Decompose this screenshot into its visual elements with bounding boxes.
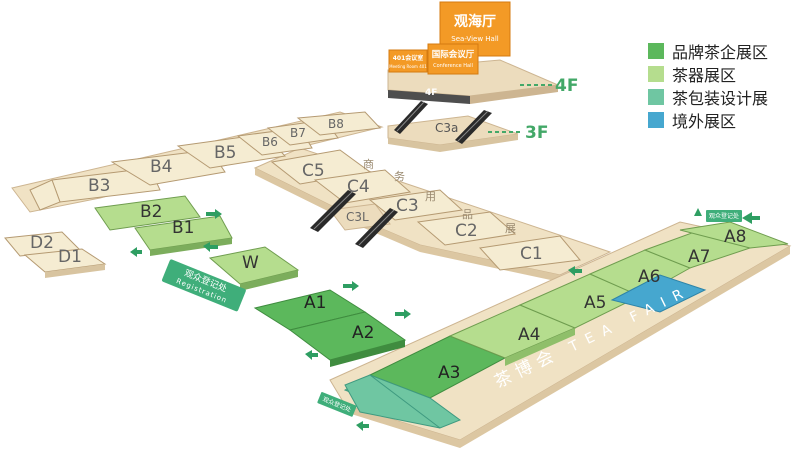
zone-A6[interactable]: A6 [588, 249, 707, 313]
legend-item-overseas: 境外展区 [648, 109, 768, 131]
sea-view-hall-subtitle: Sea-View Hall [451, 35, 498, 43]
zone-C2[interactable]: C2 [416, 211, 517, 246]
svg-text:C5: C5 [302, 161, 325, 181]
legend-swatch [648, 89, 664, 105]
corridor-char: 展 [505, 222, 516, 235]
svg-text:W: W [242, 253, 259, 273]
entrance-arrow-icon [203, 242, 218, 252]
svg-text:A3: A3 [438, 363, 460, 383]
legend: 品牌茶企展区 茶器展区 茶包装设计展 境外展区 [648, 40, 768, 132]
floor-4-marker: 4F [555, 76, 578, 96]
zone-B3-side [29, 179, 61, 211]
legend-item-brand-tea: 品牌茶企展区 [648, 40, 768, 62]
zone-A1[interactable]: A1 [253, 289, 367, 331]
meeting-room-401-title: 401会议室 [393, 54, 424, 62]
zone-B1[interactable]: B1 [134, 215, 233, 256]
zone-A5[interactable]: A5 [518, 273, 642, 329]
legend-swatch [648, 112, 664, 128]
zone-C1[interactable]: C1 [479, 235, 581, 271]
svg-text:B6: B6 [262, 135, 278, 149]
svg-text:C3: C3 [396, 196, 419, 216]
conference-hall-title: 国际会议厅 [432, 49, 475, 60]
escalator-icon [310, 190, 356, 232]
svg-text:B1: B1 [172, 218, 194, 238]
svg-text:A1: A1 [304, 293, 326, 313]
zone-B8[interactable]: B8 [296, 111, 382, 136]
entrance-arrow-icon [356, 421, 369, 431]
corridor-char: 品 [462, 208, 473, 221]
entrance-arrow-icon [130, 247, 142, 257]
sea-view-hall-title: 观海厅 [454, 13, 496, 30]
entrance-arrow-icon [568, 266, 582, 276]
zone-D1[interactable]: D1 [23, 247, 107, 278]
zone-B2[interactable]: B2 [94, 195, 201, 231]
svg-text:D2: D2 [30, 233, 54, 253]
legend-item-packaging: 茶包装设计展 [648, 86, 768, 108]
legend-label: 境外展区 [672, 112, 737, 131]
zone-A2[interactable]: A2 [288, 311, 407, 367]
zone-C4[interactable]: C4 [313, 169, 412, 204]
entrance-arrow-icon [206, 209, 222, 219]
svg-text:B8: B8 [328, 117, 344, 131]
zone-W[interactable]: W [208, 246, 300, 291]
legend-label: 茶包装设计展 [672, 89, 769, 108]
entrance-arrow-icon [395, 309, 411, 319]
entrance-arrow-icon [305, 350, 318, 360]
corridor-char: 用 [425, 190, 436, 203]
escalator-icon [455, 110, 492, 144]
svg-text:C1: C1 [520, 244, 543, 264]
svg-text:观众登记处: 观众登记处 [709, 212, 739, 220]
svg-text:A4: A4 [518, 325, 540, 345]
entrance-arrow-icon [742, 212, 760, 224]
level3-platform-edge [388, 134, 518, 152]
svg-text:C4: C4 [347, 177, 370, 197]
legend-swatch [648, 43, 664, 59]
entrance-arrow-icon [343, 281, 359, 291]
svg-text:C2: C2 [455, 221, 478, 241]
legend-label: 茶器展区 [672, 66, 737, 85]
legend-swatch [648, 66, 664, 82]
svg-text:B7: B7 [290, 126, 306, 140]
svg-text:A7: A7 [688, 247, 710, 267]
svg-text:D1: D1 [58, 247, 82, 267]
zone-D2[interactable]: D2 [4, 231, 82, 257]
registration-sign-ne[interactable]: 观众登记处 [706, 210, 742, 222]
svg-text:B5: B5 [214, 143, 236, 163]
zone-C3a-label: C3a [435, 121, 458, 135]
svg-text:B4: B4 [150, 157, 172, 177]
entrance-arrow-icon [694, 208, 702, 216]
level4-platform-edge [470, 85, 558, 104]
conference-hall-sign [427, 43, 479, 75]
meeting-room-401-subtitle: Meeting Room 401 [389, 64, 427, 69]
level4-label: 4F [425, 88, 437, 98]
escalator-icon [394, 101, 428, 134]
legend-item-tea-ware: 茶器展区 [648, 63, 768, 85]
level4-platform-edge [388, 90, 470, 104]
corridor-char: 务 [394, 170, 405, 183]
svg-text:C3L: C3L [346, 210, 369, 224]
svg-text:A6: A6 [638, 267, 660, 287]
legend-label: 品牌茶企展区 [672, 43, 769, 62]
zone-A8[interactable]: A8 [679, 221, 789, 249]
corridor-char: 商 [363, 157, 374, 171]
zone-A3-lower [344, 374, 441, 429]
meeting-room-401-sign [388, 49, 428, 73]
svg-text:A2: A2 [352, 323, 374, 343]
escalator-icon [355, 208, 398, 248]
svg-text:A5: A5 [584, 293, 606, 313]
svg-text:A8: A8 [724, 227, 746, 247]
entrance-arrows [130, 208, 760, 431]
svg-text:B2: B2 [140, 202, 162, 222]
svg-text:B3: B3 [88, 176, 110, 196]
conference-hall-subtitle: Conference Hall [433, 63, 473, 69]
c-corridor-dark [255, 168, 560, 282]
floor-3-marker: 3F [525, 123, 548, 143]
